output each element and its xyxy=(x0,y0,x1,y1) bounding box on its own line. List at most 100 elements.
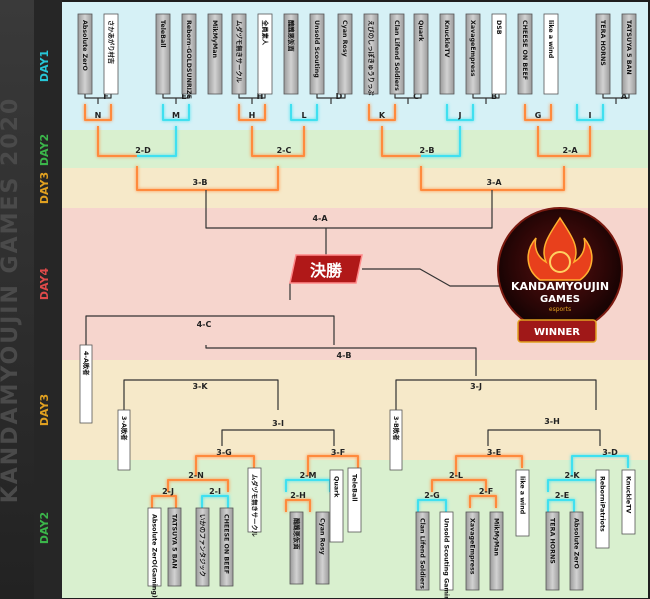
loser-slot-4-A: 4-A敗者 xyxy=(79,344,93,424)
match-label-r2-H: H xyxy=(249,111,256,120)
loser-slot-3-A: 3-A敗者 xyxy=(117,409,131,471)
team-box-lower-14: like a wind xyxy=(515,469,530,537)
team-box-upper-2: さかあがり村吉 xyxy=(103,13,119,95)
match-label-3-J: 3-J xyxy=(470,382,482,391)
team-box-upper-14: KnuckleTV xyxy=(439,13,455,95)
team-box-lower-16-name: Absolute ZerO xyxy=(573,518,580,570)
day3-bottom-band xyxy=(62,360,648,460)
team-box-lower-9: TeleBall xyxy=(347,467,362,533)
match-label-A: A xyxy=(621,92,628,101)
day2-lower-line-2-F xyxy=(469,495,497,508)
team-box-upper-10-name: Cyan Rosy xyxy=(341,20,348,57)
day1-band xyxy=(62,2,648,130)
team-box-lower-6: 醜醜悪仮面 xyxy=(289,511,304,585)
day2-left-2-C xyxy=(251,126,278,157)
match-label-2-B: 2-B xyxy=(420,146,435,155)
team-box-upper-11: えびのしっぽきゅうりっぷ xyxy=(363,13,379,96)
loser-slot-4-A-name: 4-A敗者 xyxy=(82,351,91,376)
match-label-r2-I: I xyxy=(589,111,592,120)
team-box-upper-1-name: Absolute ZerO xyxy=(81,20,88,72)
day2-left-2-B xyxy=(381,126,421,157)
match-label-2-A: 2-A xyxy=(562,146,578,155)
team-box-upper-10: Cyan Rosy xyxy=(337,13,353,95)
team-box-upper-16-name: DSB xyxy=(495,20,502,35)
team-box-lower-12: XavageEmpress xyxy=(465,511,480,591)
match-label-2-F: 2-F xyxy=(479,487,493,496)
team-box-upper-5: MikMyMan xyxy=(207,13,223,95)
final-label: 決勝 xyxy=(310,261,343,280)
team-box-upper-6-name: ムダヅモ無きサークル xyxy=(235,20,244,83)
day2-right-2-A xyxy=(564,126,591,157)
match-label-2-J: 2-J xyxy=(162,487,174,496)
team-box-upper-14-name: KnuckleTV xyxy=(443,20,450,57)
team-box-lower-14-name: like a wind xyxy=(519,476,526,514)
day3-line-3-H xyxy=(487,429,601,446)
team-box-lower-8-name: Quark xyxy=(333,476,340,498)
day3-line-3-F xyxy=(307,455,359,476)
team-box-lower-11-name: Unsold Scouting Gaming xyxy=(443,518,450,599)
team-box-lower-15-name: TERA HORNS xyxy=(549,518,556,564)
day2-lower-line-2-I xyxy=(201,495,229,508)
team-box-upper-4: Reborn-GOLDSUNRIZE xyxy=(181,13,197,99)
day2-lower-line-2-H xyxy=(285,499,311,512)
event-logo: KANDAMYOUJIN GAMES esports WINNER xyxy=(497,207,623,343)
team-box-lower-18-name: KnuckleTV xyxy=(625,476,632,513)
team-box-upper-6: ムダヅモ無きサークル xyxy=(231,13,247,95)
day2-right-2-C xyxy=(278,126,305,157)
team-box-upper-15-name: XavageEmpress xyxy=(469,20,476,77)
day3-line-3-G xyxy=(195,455,255,476)
team-box-upper-12: Clan Lifend Soldiers xyxy=(389,13,405,95)
team-box-upper-1: Absolute ZerO xyxy=(77,13,93,95)
match-label-3-D: 3-D xyxy=(602,448,618,457)
match-label-3-K: 3-K xyxy=(192,382,208,391)
team-box-lower-4-name: CHEESE ON BEEF xyxy=(223,514,230,574)
team-box-upper-17: CHEESE ON BEEF xyxy=(517,13,533,95)
match-label-r2-L: L xyxy=(301,111,306,120)
team-box-upper-16: DSB xyxy=(491,13,507,95)
match-label-2-E: 2-E xyxy=(555,491,569,500)
team-box-lower-6-name: 醜醜悪仮面 xyxy=(293,518,302,550)
team-box-upper-20: TATSUYA 5 BAN xyxy=(621,13,637,95)
day3-line-3-E xyxy=(455,455,523,476)
match-label-B: B xyxy=(491,92,497,101)
final-to-winner xyxy=(362,268,500,287)
flame-icon xyxy=(527,216,593,281)
day4-line-4-B xyxy=(205,345,477,376)
team-box-upper-3-name: TeleBall xyxy=(159,20,166,48)
day2-left-2-D xyxy=(97,126,137,157)
match-label-4-B: 4-B xyxy=(337,351,352,360)
logo-line1: KANDAMYOUJIN xyxy=(511,280,609,293)
match-label-r2-M: M xyxy=(172,111,180,120)
day2-left-2-A xyxy=(537,126,564,157)
team-box-upper-8: 醜醜悪仮面 xyxy=(283,13,299,95)
team-box-upper-12-name: Clan Lifend Soldiers xyxy=(393,20,400,91)
team-box-lower-12-name: XavageEmpress xyxy=(469,518,476,575)
day3-line-3-I xyxy=(221,429,335,446)
winner-label: WINNER xyxy=(534,327,580,338)
day3-line-3-J xyxy=(395,379,597,410)
match-label-2-C: 2-C xyxy=(277,146,292,155)
team-box-lower-17: ReborniPatriots xyxy=(595,469,610,549)
team-box-lower-17-name: ReborniPatriots xyxy=(599,476,606,532)
team-box-lower-4: CHEESE ON BEEF xyxy=(219,507,234,587)
day2-lower-line-2-L xyxy=(431,479,487,492)
match-label-2-M: 2-M xyxy=(300,471,317,480)
match-label-2-H: 2-H xyxy=(290,491,306,500)
final-match: 決勝 xyxy=(289,254,363,284)
team-box-lower-2: TATSUYA 5 BAN xyxy=(167,507,182,587)
day-column xyxy=(34,0,62,599)
team-box-lower-10-name: Clan Lifend Soldiers xyxy=(419,518,426,589)
match-label-3-F: 3-F xyxy=(331,448,345,457)
match-label-r2-K: K xyxy=(379,111,386,120)
team-box-lower-13-name: MikMyMan xyxy=(493,518,500,556)
team-box-lower-3: いかのファンタジック xyxy=(195,507,210,587)
team-box-upper-5-name: MikMyMan xyxy=(211,20,218,58)
team-box-lower-9-name: TeleBall xyxy=(351,474,358,502)
team-box-lower-16: Absolute ZerO xyxy=(569,511,584,591)
team-box-lower-15: TERA HORNS xyxy=(545,511,560,591)
team-box-upper-15: XavageEmpress xyxy=(465,13,481,95)
team-box-upper-19-name: TERA HORNS xyxy=(599,20,606,66)
team-box-upper-9: Unsold Scouting xyxy=(309,13,325,95)
team-box-lower-2-name: TATSUYA 5 BAN xyxy=(171,514,178,569)
